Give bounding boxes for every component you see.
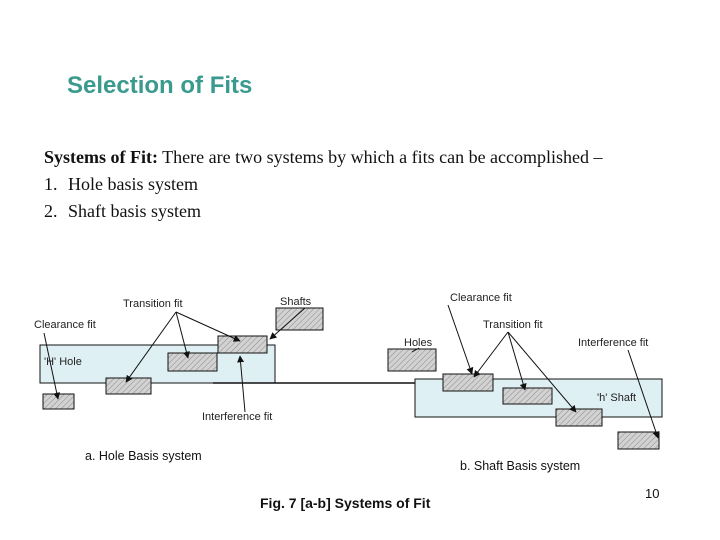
label-clearance-fit-b: Clearance fit	[450, 292, 512, 304]
label-interference-fit-b: Interference fit	[578, 337, 648, 349]
arrow-clearance-a	[43, 332, 61, 400]
arrow-transition-b-2	[507, 331, 527, 391]
label-shafts: Shafts	[280, 296, 312, 308]
caption-shaft-basis: b. Shaft Basis system	[460, 459, 580, 473]
hole-transition-1	[502, 387, 553, 405]
arrow-transition-b-1	[473, 331, 509, 378]
intro-line: Systems of Fit: There are two systems by…	[44, 144, 684, 171]
hole-transition-2	[555, 408, 603, 427]
arrow-transition-b-3	[507, 331, 577, 413]
intro-heading: Systems of Fit:	[44, 147, 158, 167]
intro-text: There are two systems by which a fits ca…	[157, 147, 603, 167]
hole-interference	[617, 431, 660, 450]
list-item-number: 1.	[44, 174, 58, 194]
arrow-transition-a-2	[175, 311, 190, 359]
arrow-shafts	[269, 307, 306, 340]
shaft-clearance	[42, 393, 75, 410]
slide-body: Systems of Fit: There are two systems by…	[44, 144, 684, 225]
arrow-holes	[411, 347, 420, 353]
shaft-transition-1	[105, 377, 152, 395]
label-clearance-fit-a: Clearance fit	[34, 319, 96, 331]
list-item-number: 2.	[44, 201, 58, 221]
page-number: 10	[645, 486, 659, 501]
list-item: 2. Shaft basis system	[44, 198, 684, 225]
arrow-transition-a-1	[125, 311, 177, 383]
label-transition-fit-b: Transition fit	[483, 319, 543, 331]
list-item-text: Hole basis system	[68, 174, 198, 194]
shaft-interference	[217, 335, 268, 354]
list-item-text: Shaft basis system	[68, 201, 201, 221]
caption-hole-basis: a. Hole Basis system	[85, 449, 202, 463]
label-h-shaft: 'h' Shaft	[597, 392, 636, 404]
label-interference-fit-a: Interference fit	[202, 411, 272, 423]
holes-legend-box	[387, 348, 437, 372]
arrow-interference-b	[627, 349, 660, 439]
arrow-transition-a-3	[175, 311, 241, 342]
figure-caption: Fig. 7 [a-b] Systems of Fit	[260, 495, 431, 511]
shaft-legend-box	[275, 307, 324, 331]
label-transition-fit-a: Transition fit	[123, 298, 183, 310]
arrow-clearance-b	[447, 304, 474, 375]
shaft-transition-2	[167, 352, 218, 372]
slide-title: Selection of Fits	[67, 72, 253, 99]
label-h-hole: 'H' Hole	[44, 356, 82, 368]
label-holes: Holes	[404, 337, 433, 349]
arrow-interference-a	[237, 355, 246, 413]
hole-clearance	[442, 373, 494, 392]
list-item: 1. Hole basis system	[44, 171, 684, 198]
